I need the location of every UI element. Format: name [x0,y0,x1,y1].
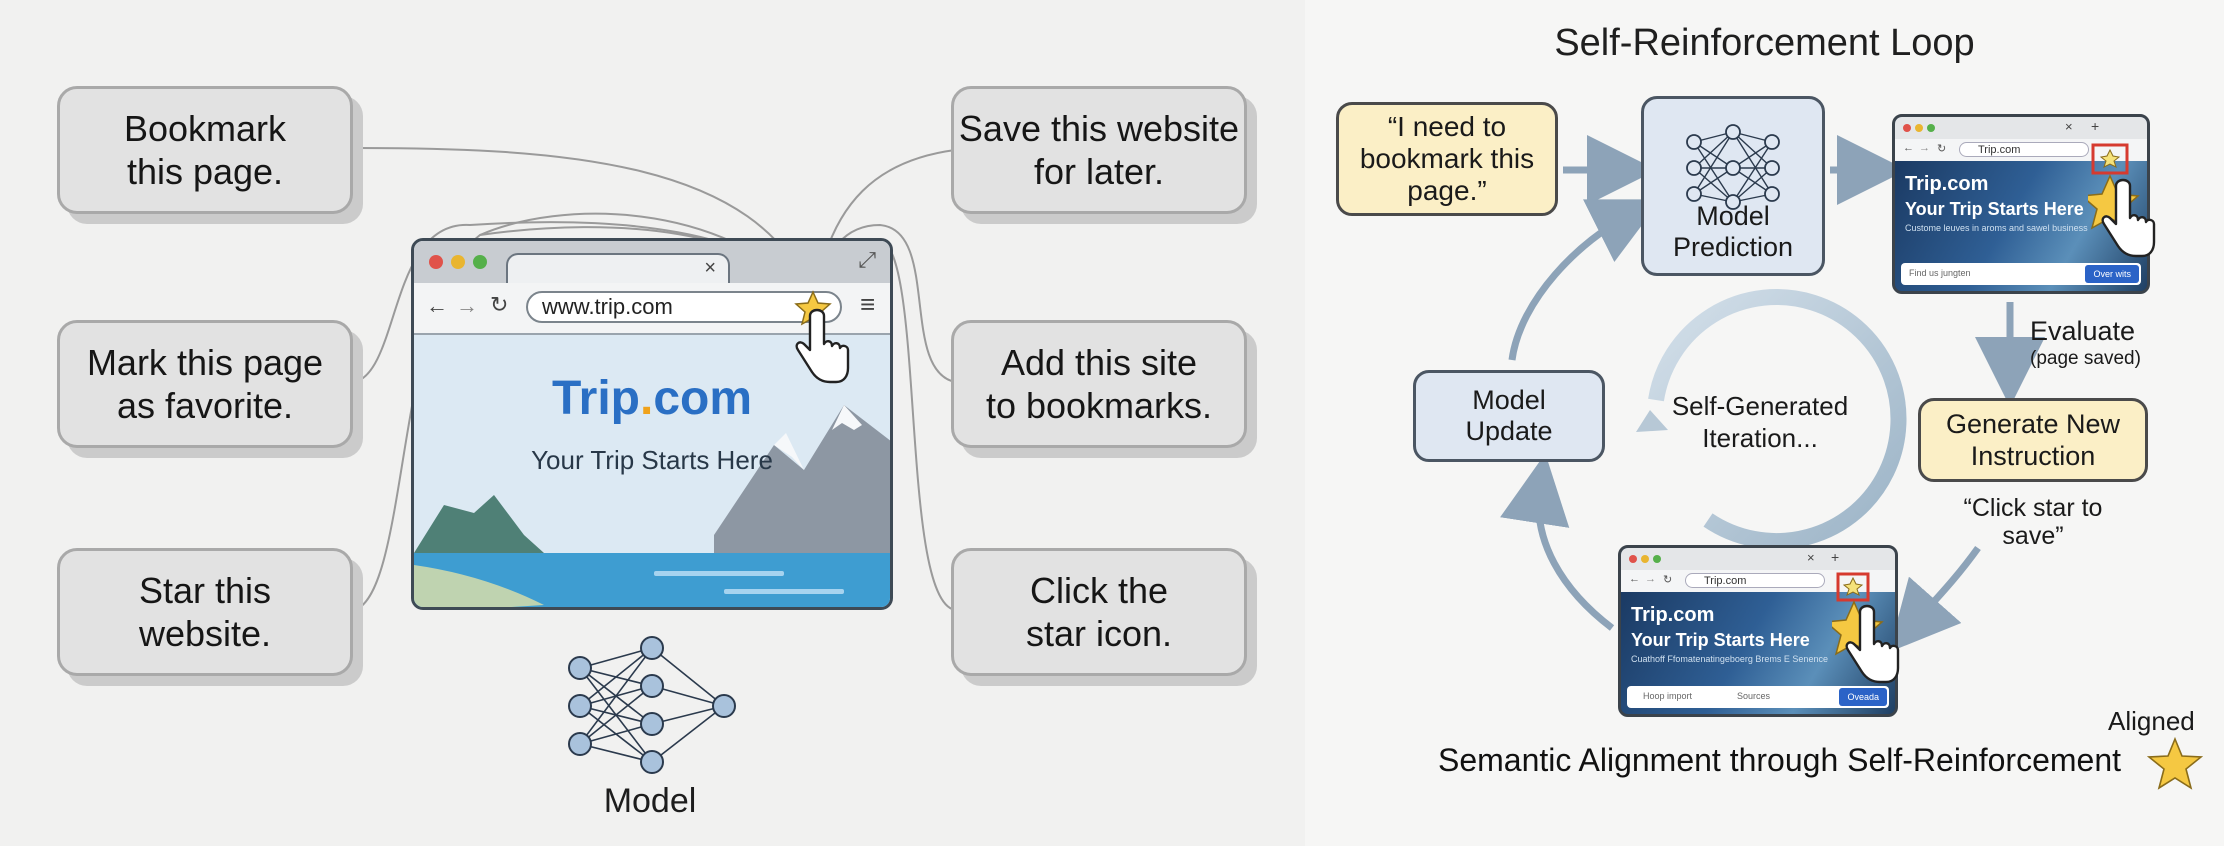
instruction-quote-box: “I need to bookmark this page.” [1336,102,1558,216]
instruction-box-favorite: Mark this page as favorite. [57,320,353,448]
page-content: Trip.com Your Trip Starts Here [414,335,890,607]
mini-search-button[interactable]: Oveada [1839,688,1887,706]
forward-arrow-icon[interactable]: → [456,293,478,318]
highlighted-star-click-bottom[interactable] [1832,572,1904,718]
star-icon [2099,148,2121,168]
aligned-star-icon [2146,736,2204,790]
mini-brand: Trip.com [1631,604,1715,626]
mini-brand: Trip.com [1905,173,1989,195]
close-tab-icon[interactable]: × [1807,550,1815,565]
loop-title: Self-Reinforcement Loop [1554,22,1975,64]
cycle-center-label: Self-Generated Iteration... [1671,391,1849,453]
mini-tagline: Your Trip Starts Here [1631,630,1810,650]
url-text: www.trip.com [542,294,673,319]
mini-url-field[interactable]: Trip.com [1959,142,2089,157]
mini-subtitle: Custome leuves in aroms and sawel busine… [1905,223,2088,233]
evaluate-label: Evaluate [2030,316,2136,346]
instruction-box-click-star: Click the star icon. [951,548,1247,676]
mini-url-text: Trip.com [1978,144,2021,156]
generate-instruction-box: Generate New Instruction [1918,398,2148,482]
prediction-network-icon [1686,124,1780,210]
reload-icon[interactable]: ↻ [1937,143,1947,155]
window-controls[interactable] [414,241,514,283]
back-arrow-icon[interactable]: ← [1903,142,1914,154]
instruction-box-add-bookmarks: Add this site to bookmarks. [951,320,1247,448]
mini-search-bar[interactable]: Hoop import Sources [1627,686,1889,708]
browser-window: × ⤢ ← → ↻ www.trip.com ≡ Trip.com Your T… [411,238,893,610]
model-prediction-label: Model Prediction [1672,201,1794,262]
hand-pointer-icon [795,308,850,384]
instruction-box-save: Save this website for later. [951,86,1247,214]
neural-network-icon [568,636,736,774]
aligned-label: Aligned [2108,706,2195,736]
logo-part1: Trip [551,372,640,425]
forward-arrow-icon[interactable]: → [1919,142,1930,154]
logo-dot: . [639,372,654,425]
model-label: Model [603,782,697,820]
star-and-hand[interactable] [790,286,850,396]
menu-icon[interactable]: ≡ [860,289,876,319]
logo-part2: com [653,372,753,425]
back-arrow-icon[interactable]: ← [426,293,448,318]
star-icon [1842,576,1864,596]
mini-search-button[interactable]: Over wits [2085,265,2139,283]
mini-url-text: Trip.com [1704,575,1747,587]
mini-tab-bar: × + [1895,117,2147,139]
new-tab-icon[interactable]: + [1831,549,1840,565]
hand-pointer-icon [1845,604,1900,684]
mini-url-field[interactable]: Trip.com [1685,573,1825,588]
url-field[interactable]: www.trip.com [526,291,842,323]
cycle-ring [1648,289,1907,550]
close-tab-icon[interactable]: × [2065,119,2073,134]
forward-arrow-icon[interactable]: → [1645,573,1656,585]
expand-icon[interactable]: ⤢ [858,247,876,272]
back-arrow-icon[interactable]: ← [1629,573,1640,585]
mini-search-field-2: Sources [1737,691,1771,701]
new-instruction-quote: “Click star to save” [1963,494,2103,550]
mini-subtitle: Cuathoff Ffomatenatingeboerg Brems E Sen… [1631,654,1828,664]
browser-tab[interactable]: × [506,253,730,285]
instruction-box-bookmark: Bookmark this page. [57,86,353,214]
reload-icon[interactable]: ↻ [490,292,509,317]
mini-search-bar[interactable]: Find us jungten [1901,263,2141,285]
address-bar-row: ← → ↻ www.trip.com ≡ [414,283,890,335]
instruction-box-star: Star this website. [57,548,353,676]
footer-caption: Semantic Alignment through Self-Reinforc… [1438,742,2122,778]
mini-tab-bar: × + [1621,548,1895,570]
landscape-illustration [414,405,890,607]
highlighted-star-click[interactable] [2088,142,2160,260]
hand-pointer-icon [2101,178,2156,258]
mini-search-field-1: Hoop import [1643,691,1693,701]
close-tab-icon[interactable]: × [704,257,716,279]
new-tab-icon[interactable]: + [2091,118,2100,134]
trip-logo: Trip.com [414,371,890,426]
reload-icon[interactable]: ↻ [1663,574,1673,586]
mini-tagline: Your Trip Starts Here [1905,199,2084,219]
tagline: Your Trip Starts Here [531,445,773,475]
evaluate-note: (page saved) [2030,348,2141,369]
browser-tab-bar: × ⤢ [414,241,890,285]
mini-search-placeholder: Find us jungten [1909,268,1971,278]
model-update-box: Model Update [1413,370,1605,462]
